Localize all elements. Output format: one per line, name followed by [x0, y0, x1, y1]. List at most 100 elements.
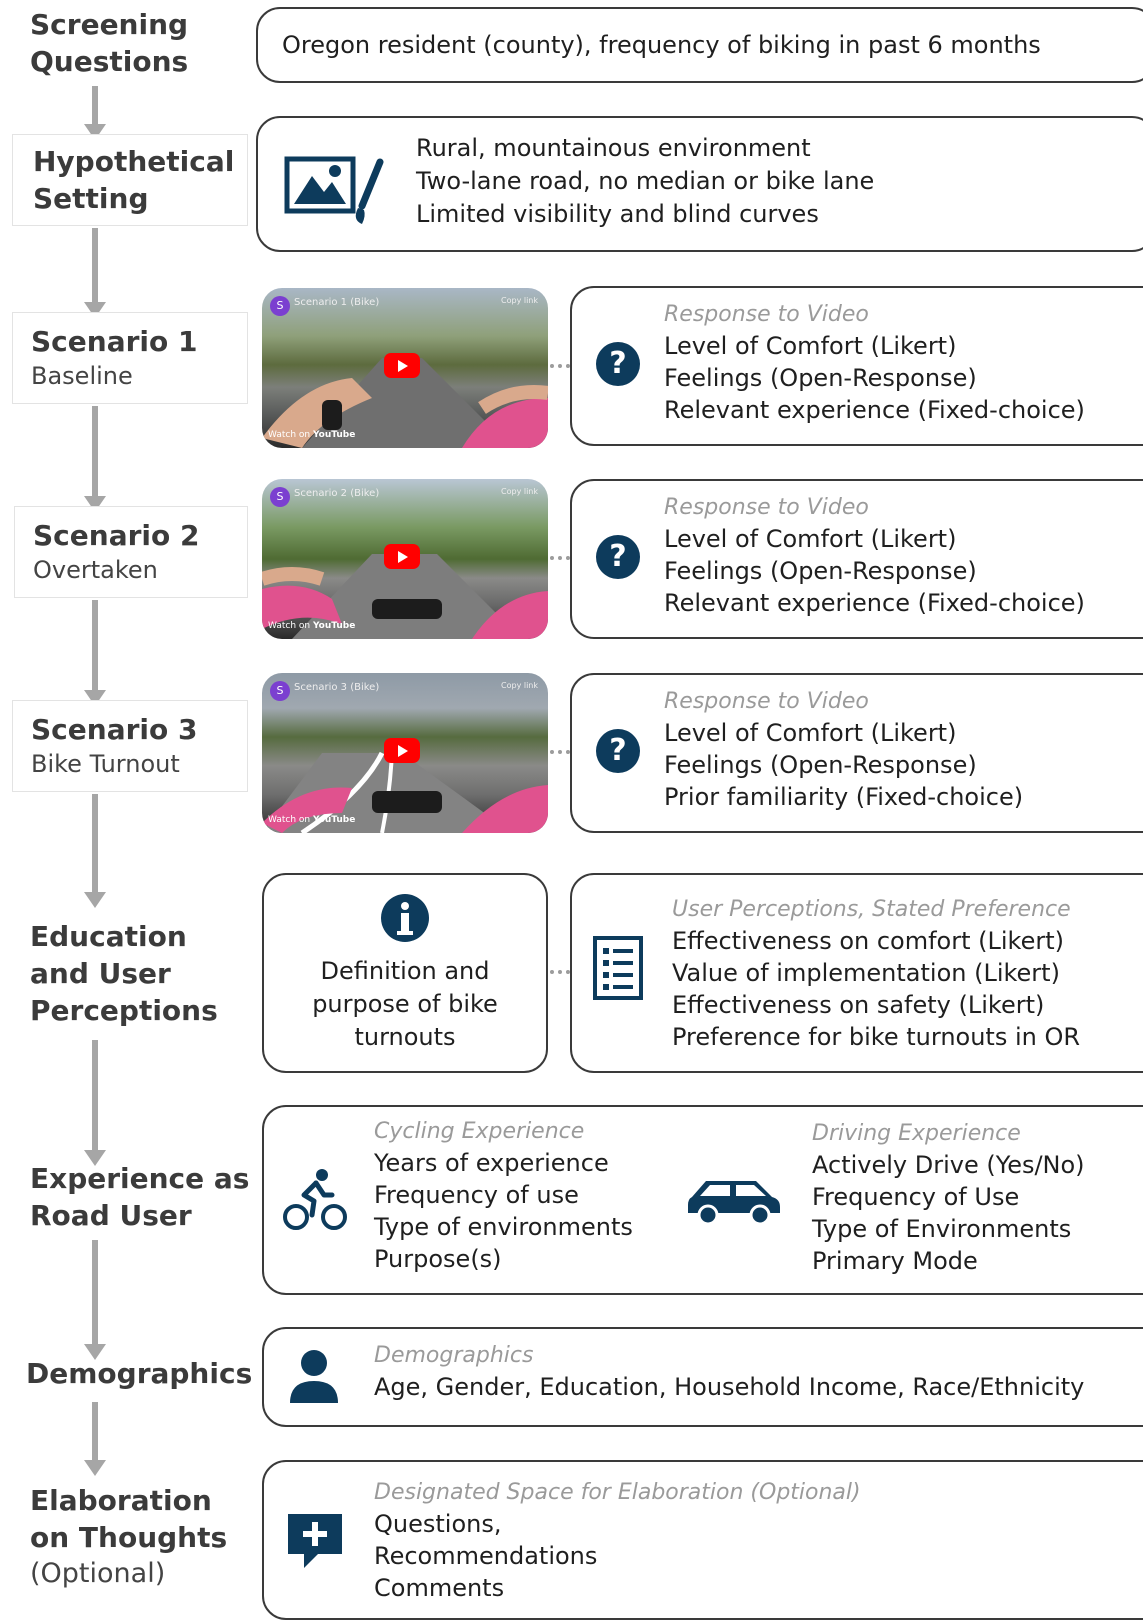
youtube-brand: YouTube	[312, 621, 356, 631]
scenario-2-video[interactable]: S Scenario 2 (Bike) Copy link Watch on Y…	[262, 479, 548, 639]
setting-box: Rural, mountainous environment Two-lane …	[256, 116, 1143, 252]
stage-education-user-perceptions: Education and User Perceptions	[30, 918, 245, 1029]
watch-on-youtube-link[interactable]: Watch on YouTube	[268, 430, 355, 440]
copy-link-button[interactable]: Copy link	[501, 681, 538, 690]
video-title: Scenario 3 (Bike)	[294, 682, 380, 693]
stage-scenario-1: Scenario 1 Baseline	[12, 312, 248, 404]
education-info-box: Definition and purpose of bike turnouts	[262, 873, 548, 1073]
flow-arrow	[84, 406, 106, 512]
stage-title: Hypothetical	[33, 145, 235, 178]
video-thumbnail-scene	[262, 358, 548, 448]
perceptions-line: Preference for bike turnouts in OR	[672, 1023, 1081, 1051]
stage-title: Elaboration	[30, 1484, 212, 1517]
demographics-box: Demographics Age, Gender, Education, Hou…	[262, 1327, 1143, 1427]
watch-on-youtube-link[interactable]: Watch on YouTube	[268, 621, 355, 631]
info-line: Definition and	[320, 957, 490, 985]
education-perceptions-box: User Perceptions, Stated Preference Effe…	[570, 873, 1143, 1073]
channel-avatar: S	[270, 487, 290, 507]
info-line: turnouts	[354, 1023, 456, 1051]
stage-subtitle: Bike Turnout	[31, 750, 180, 778]
perceptions-header: User Perceptions, Stated Preference	[672, 897, 1071, 922]
stage-experience-road-user: Experience as Road User	[30, 1160, 255, 1234]
stage-subtitle: Baseline	[31, 362, 133, 390]
stage-title: Experience as	[30, 1162, 250, 1195]
elaboration-header: Designated Space for Elaboration (Option…	[374, 1480, 861, 1505]
screening-box: Oregon resident (county), frequency of b…	[256, 7, 1143, 83]
driving-line: Frequency of Use	[812, 1183, 1020, 1211]
copy-link-button[interactable]: Copy link	[501, 296, 538, 305]
scenario-1-response-box: ? Response to Video Level of Comfort (Li…	[570, 286, 1143, 446]
perceptions-line: Effectiveness on safety (Likert)	[672, 991, 1045, 1019]
connector-dots	[550, 750, 570, 754]
scenario-1-video[interactable]: S Scenario 1 (Bike) Copy link Watch on Y…	[262, 288, 548, 448]
stage-subtitle: Overtaken	[33, 556, 158, 584]
response-header: Response to Video	[664, 689, 869, 714]
elaboration-line: Recommendations	[374, 1542, 598, 1570]
watch-on-label: Watch on	[268, 815, 311, 825]
stage-title: Scenario 1	[31, 325, 198, 358]
demographics-text: Age, Gender, Education, Household Income…	[374, 1373, 1085, 1401]
setting-line: Two-lane road, no median or bike lane	[416, 167, 875, 195]
scenario-3-video[interactable]: S Scenario 3 (Bike) Copy link Watch on Y…	[262, 673, 548, 833]
driving-header: Driving Experience	[812, 1121, 1021, 1146]
driving-line: Type of Environments	[812, 1215, 1072, 1243]
screening-text: Oregon resident (county), frequency of b…	[282, 31, 1041, 59]
response-line: Feelings (Open-Response)	[664, 364, 977, 392]
response-line: Feelings (Open-Response)	[664, 557, 977, 585]
elaboration-box: Designated Space for Elaboration (Option…	[262, 1460, 1143, 1620]
channel-avatar: S	[270, 681, 290, 701]
demographics-header: Demographics	[374, 1343, 534, 1368]
stage-title: and User	[30, 957, 171, 990]
youtube-brand: YouTube	[312, 815, 356, 825]
question-icon: ?	[596, 729, 640, 773]
flow-arrow	[84, 86, 106, 140]
question-icon: ?	[596, 535, 640, 579]
flow-arrow	[84, 1040, 106, 1166]
stage-title: Scenario 3	[31, 713, 198, 746]
copy-link-button[interactable]: Copy link	[501, 487, 538, 496]
play-button[interactable]	[384, 544, 420, 569]
flow-arrow	[84, 1240, 106, 1360]
experience-box: Cycling Experience Years of experience F…	[262, 1105, 1143, 1295]
channel-avatar: S	[270, 296, 290, 316]
stage-title: Setting	[33, 182, 149, 215]
stage-title: Questions	[30, 45, 189, 78]
stage-subtitle: (Optional)	[30, 1558, 166, 1589]
stage-title: Screening	[30, 8, 189, 41]
elaboration-line: Comments	[374, 1574, 505, 1602]
stage-demographics: Demographics	[26, 1355, 253, 1392]
connector-dots	[550, 556, 570, 560]
response-line: Level of Comfort (Likert)	[664, 525, 957, 553]
play-button[interactable]	[384, 738, 420, 763]
scenario-2-response-box: ? Response to Video Level of Comfort (Li…	[570, 479, 1143, 639]
watch-on-youtube-link[interactable]: Watch on YouTube	[268, 815, 355, 825]
cycling-line: Frequency of use	[374, 1181, 579, 1209]
driving-line: Actively Drive (Yes/No)	[812, 1151, 1085, 1179]
question-icon: ?	[596, 342, 640, 386]
response-line: Feelings (Open-Response)	[664, 751, 977, 779]
connector-dots	[550, 364, 570, 368]
driving-line: Primary Mode	[812, 1247, 978, 1275]
watch-on-label: Watch on	[268, 621, 311, 631]
stage-screening-questions: Screening Questions	[30, 6, 245, 80]
response-line: Prior familiarity (Fixed-choice)	[664, 783, 1024, 811]
play-button[interactable]	[384, 353, 420, 378]
scenario-3-response-box: ? Response to Video Level of Comfort (Li…	[570, 673, 1143, 833]
video-thumbnail-scene	[262, 554, 548, 639]
stage-title: Demographics	[26, 1357, 253, 1390]
bicyclist-icon	[283, 1169, 347, 1230]
stage-scenario-2: Scenario 2 Overtaken	[14, 506, 248, 598]
checklist-icon	[593, 936, 643, 1000]
setting-line: Rural, mountainous environment	[416, 134, 811, 162]
flow-arrow	[84, 794, 106, 908]
stage-scenario-3: Scenario 3 Bike Turnout	[12, 700, 248, 792]
response-line: Level of Comfort (Likert)	[664, 332, 957, 360]
response-line: Level of Comfort (Likert)	[664, 719, 957, 747]
youtube-brand: YouTube	[312, 430, 356, 440]
response-header: Response to Video	[664, 495, 869, 520]
info-line: purpose of bike	[312, 990, 498, 1018]
elaboration-line: Questions,	[374, 1510, 502, 1538]
stage-title: Scenario 2	[33, 519, 200, 552]
cycling-line: Years of experience	[374, 1149, 609, 1177]
add-comment-icon	[288, 1514, 342, 1568]
